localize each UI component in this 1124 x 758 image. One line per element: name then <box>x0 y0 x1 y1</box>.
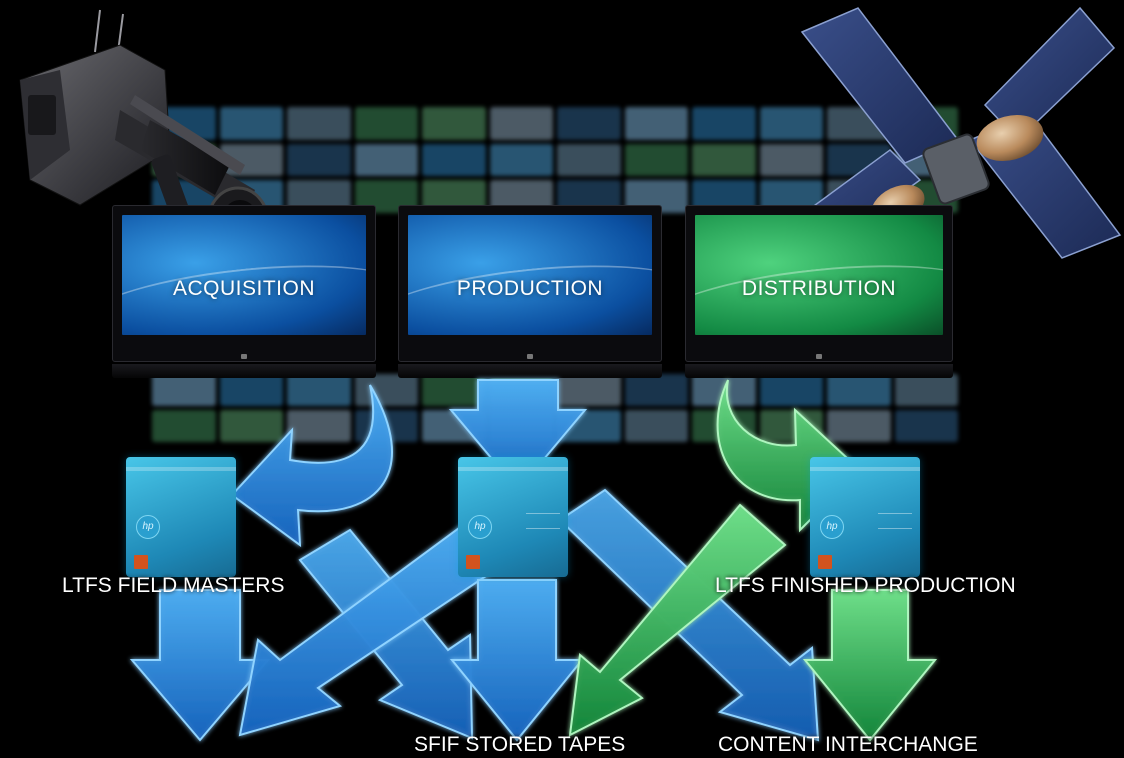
hp-logo-icon: hp <box>468 515 492 539</box>
stage-label-distribution: DISTRIBUTION <box>741 277 897 300</box>
video-wall-tile <box>287 410 351 442</box>
video-wall-tile <box>354 143 418 177</box>
tv-stand <box>398 364 662 378</box>
video-wall-tile <box>354 374 418 406</box>
video-wall-tile <box>557 107 621 140</box>
label-ltfs-finished-production: LTFS FINISHED PRODUCTION <box>715 574 1016 597</box>
video-wall-tile <box>624 107 688 140</box>
tv-logo-icon <box>527 354 533 359</box>
tv-screen <box>408 215 652 335</box>
tv-logo-icon <box>241 354 247 359</box>
video-wall-tile <box>287 107 351 140</box>
cartridge-ridge <box>458 467 568 471</box>
flow-arrow-icon <box>802 589 938 742</box>
lto-tape-cartridge-icon: hp <box>810 457 920 577</box>
hp-logo-icon: hp <box>136 515 160 539</box>
cartridge-print <box>878 513 912 529</box>
video-wall-tile <box>219 107 283 140</box>
video-wall-tile <box>422 107 486 140</box>
cartridge-window <box>466 555 480 569</box>
cartridge-ridge <box>126 467 236 471</box>
flow-arrow-icon <box>449 579 585 742</box>
video-wall-tile <box>894 374 958 406</box>
video-wall-tile <box>759 374 823 406</box>
tv-bezel <box>685 205 953 362</box>
video-wall-tile <box>827 410 891 442</box>
video-wall-tile <box>219 410 283 442</box>
video-wall-tile <box>894 410 958 442</box>
tv-logo-icon <box>816 354 822 359</box>
video-wall-tile <box>422 143 486 177</box>
video-wall-tile <box>624 143 688 177</box>
cartridge-window <box>818 555 832 569</box>
video-wall-tile <box>287 143 351 177</box>
lto-tape-cartridge-icon: hp <box>126 457 236 577</box>
video-wall-tile <box>422 374 486 406</box>
tv-acquisition: ACQUISITION <box>112 205 376 378</box>
video-wall-tile <box>557 143 621 177</box>
tv-production: PRODUCTION <box>398 205 662 378</box>
video-wall-tile <box>354 107 418 140</box>
cartridge-print <box>526 513 560 529</box>
tv-bezel <box>398 205 662 362</box>
stage-label-production: PRODUCTION <box>456 277 604 300</box>
video-wall-tile <box>827 374 891 406</box>
video-wall-tile <box>624 374 688 406</box>
tv-stand <box>112 364 376 378</box>
flow-arrow-icon <box>129 589 271 742</box>
video-wall-tile <box>759 107 823 140</box>
cartridge-ridge <box>810 467 920 471</box>
label-sfif-stored-tapes: SFIF STORED TAPES <box>414 733 626 756</box>
video-wall-tile <box>152 410 216 442</box>
lto-tape-cartridge-icon: hp <box>458 457 568 577</box>
flow-arrow-icon <box>568 503 787 737</box>
video-wall-tile <box>287 374 351 406</box>
video-wall-tile <box>692 107 756 140</box>
tv-stand <box>685 364 953 378</box>
video-wall-tile <box>489 107 553 140</box>
video-wall-tile <box>557 374 621 406</box>
tv-screen <box>122 215 366 335</box>
video-wall-tile <box>152 374 216 406</box>
video-wall-tile <box>489 143 553 177</box>
hp-logo-icon: hp <box>820 515 844 539</box>
label-ltfs-field-masters: LTFS FIELD MASTERS <box>62 574 285 597</box>
cartridge-window <box>134 555 148 569</box>
video-wall-tile <box>624 410 688 442</box>
flow-arrow-icon <box>448 379 588 492</box>
label-content-interchange: CONTENT INTERCHANGE <box>718 733 978 756</box>
tv-distribution: DISTRIBUTION <box>685 205 953 378</box>
tv-screen <box>695 215 943 335</box>
stage-label-acquisition: ACQUISITION <box>172 277 315 300</box>
video-wall-tile <box>692 143 756 177</box>
flow-arrow-icon <box>230 384 393 548</box>
broadcast-camera-icon <box>19 9 270 258</box>
tv-bezel <box>112 205 376 362</box>
video-wall-tile <box>219 374 283 406</box>
video-wall-tile <box>759 143 823 177</box>
